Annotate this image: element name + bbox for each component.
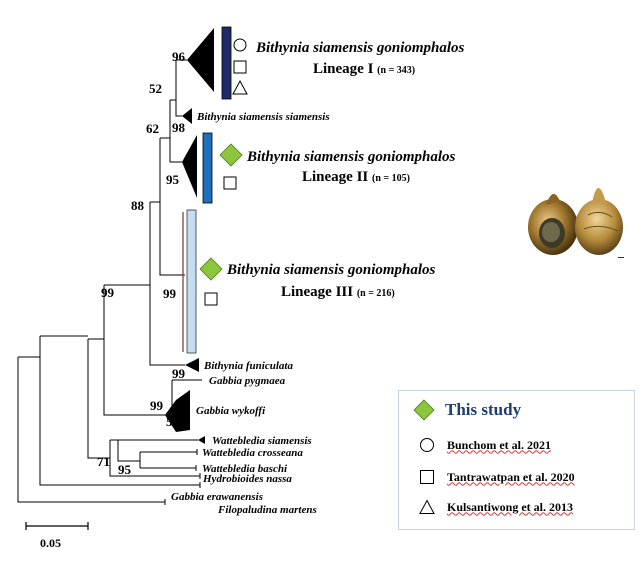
taxon-label: Hydrobioides nassa bbox=[202, 473, 292, 485]
lineage-i-bar bbox=[221, 26, 232, 100]
tantrawatpan-square-icon bbox=[233, 60, 247, 74]
square-icon bbox=[420, 470, 434, 484]
tantrawatpan-square-icon bbox=[223, 176, 237, 190]
bootstrap-value: 95 bbox=[118, 462, 132, 477]
triangle-icon bbox=[419, 499, 435, 514]
tantrawatpan-square-icon bbox=[204, 292, 218, 306]
bootstrap-value: 53 bbox=[166, 414, 180, 429]
bootstrap-value: 88 bbox=[131, 198, 145, 213]
taxon-label: Filopaludina martens bbox=[217, 504, 317, 516]
scale-bar-label: 0.05 bbox=[40, 536, 61, 550]
lineage-iii-taxon: Bithynia siamensis goniomphalos bbox=[226, 262, 436, 278]
bootstrap-value: 71 bbox=[97, 454, 110, 469]
bootstrap-value: 98 bbox=[172, 120, 186, 135]
legend-row-kulsantiwong: Kulsantiwong et al. 2013 bbox=[419, 499, 573, 515]
lineage-iii-title: Lineage III (n = 216) bbox=[281, 284, 395, 300]
this-study-diamond-icon bbox=[199, 257, 223, 281]
lineage-i-title: Lineage I (n = 343) bbox=[313, 61, 415, 77]
taxon-label: Gabbia erawanensis bbox=[171, 491, 263, 503]
kulsantiwong-triangle-icon bbox=[232, 79, 248, 95]
taxon-label: Bithynia funiculata bbox=[203, 360, 293, 372]
taxon-label: Gabbia wykoffi bbox=[196, 405, 266, 417]
snail-shell-photo bbox=[528, 188, 624, 258]
bootstrap-value: 99 bbox=[163, 286, 177, 301]
lineage-iii-bar bbox=[186, 209, 197, 354]
funiculata-collapsed-clade bbox=[185, 358, 199, 372]
tree-branches bbox=[17, 59, 202, 505]
bunchom-circle-icon bbox=[233, 38, 247, 52]
legend-label: Tantrawatpan et al. 2020 bbox=[447, 469, 575, 484]
legend-row-this-study: This study bbox=[413, 399, 521, 421]
bootstrap-value: 52 bbox=[149, 81, 162, 96]
taxon-label: Gabbia pygmaea bbox=[209, 375, 286, 387]
legend: This study Bunchom et al. 2021 Tantrawat… bbox=[398, 390, 635, 530]
taxon-label: Wattebledia siamensis bbox=[212, 435, 312, 447]
wykoffi-collapsed-clade bbox=[165, 390, 190, 432]
bootstrap-value: 95 bbox=[166, 172, 180, 187]
this-study-diamond-icon bbox=[219, 143, 243, 167]
bootstrap-value: 99 bbox=[172, 366, 186, 381]
bootstrap-value: 99 bbox=[150, 398, 164, 413]
lineage-ii-title: Lineage II (n = 105) bbox=[302, 169, 410, 185]
this-study-diamond-icon bbox=[413, 399, 435, 421]
legend-row-bunchom: Bunchom et al. 2021 bbox=[419, 437, 551, 453]
scale-bar bbox=[25, 522, 89, 530]
legend-label: Kulsantiwong et al. 2013 bbox=[447, 499, 574, 514]
circle-icon bbox=[420, 438, 434, 452]
lineage-i-collapsed-clade bbox=[187, 28, 214, 92]
taxon-label: Bithynia siamensis siamensis bbox=[196, 111, 330, 123]
lineage-ii-bar bbox=[202, 132, 213, 204]
lineage-ii-collapsed-clade bbox=[182, 135, 197, 198]
siamensis-siamensis-collapsed-clade bbox=[182, 108, 192, 124]
lineage-ii-taxon: Bithynia siamensis goniomphalos bbox=[246, 149, 456, 165]
bootstrap-value: 96 bbox=[172, 49, 186, 64]
taxon-label: Wattebledia baschi bbox=[202, 463, 288, 475]
bootstrap-value: 99 bbox=[101, 285, 115, 300]
taxon-label: Wattebledia crosseana bbox=[202, 447, 303, 459]
legend-label: Bunchom et al. 2021 bbox=[447, 437, 552, 452]
lineage-i-taxon: Bithynia siamensis goniomphalos bbox=[255, 40, 465, 56]
legend-label: This study bbox=[445, 400, 522, 419]
bootstrap-value: 62 bbox=[146, 121, 159, 136]
legend-row-tantrawatpan: Tantrawatpan et al. 2020 bbox=[419, 469, 575, 485]
wattebledia-collapsed-clade bbox=[198, 436, 205, 444]
